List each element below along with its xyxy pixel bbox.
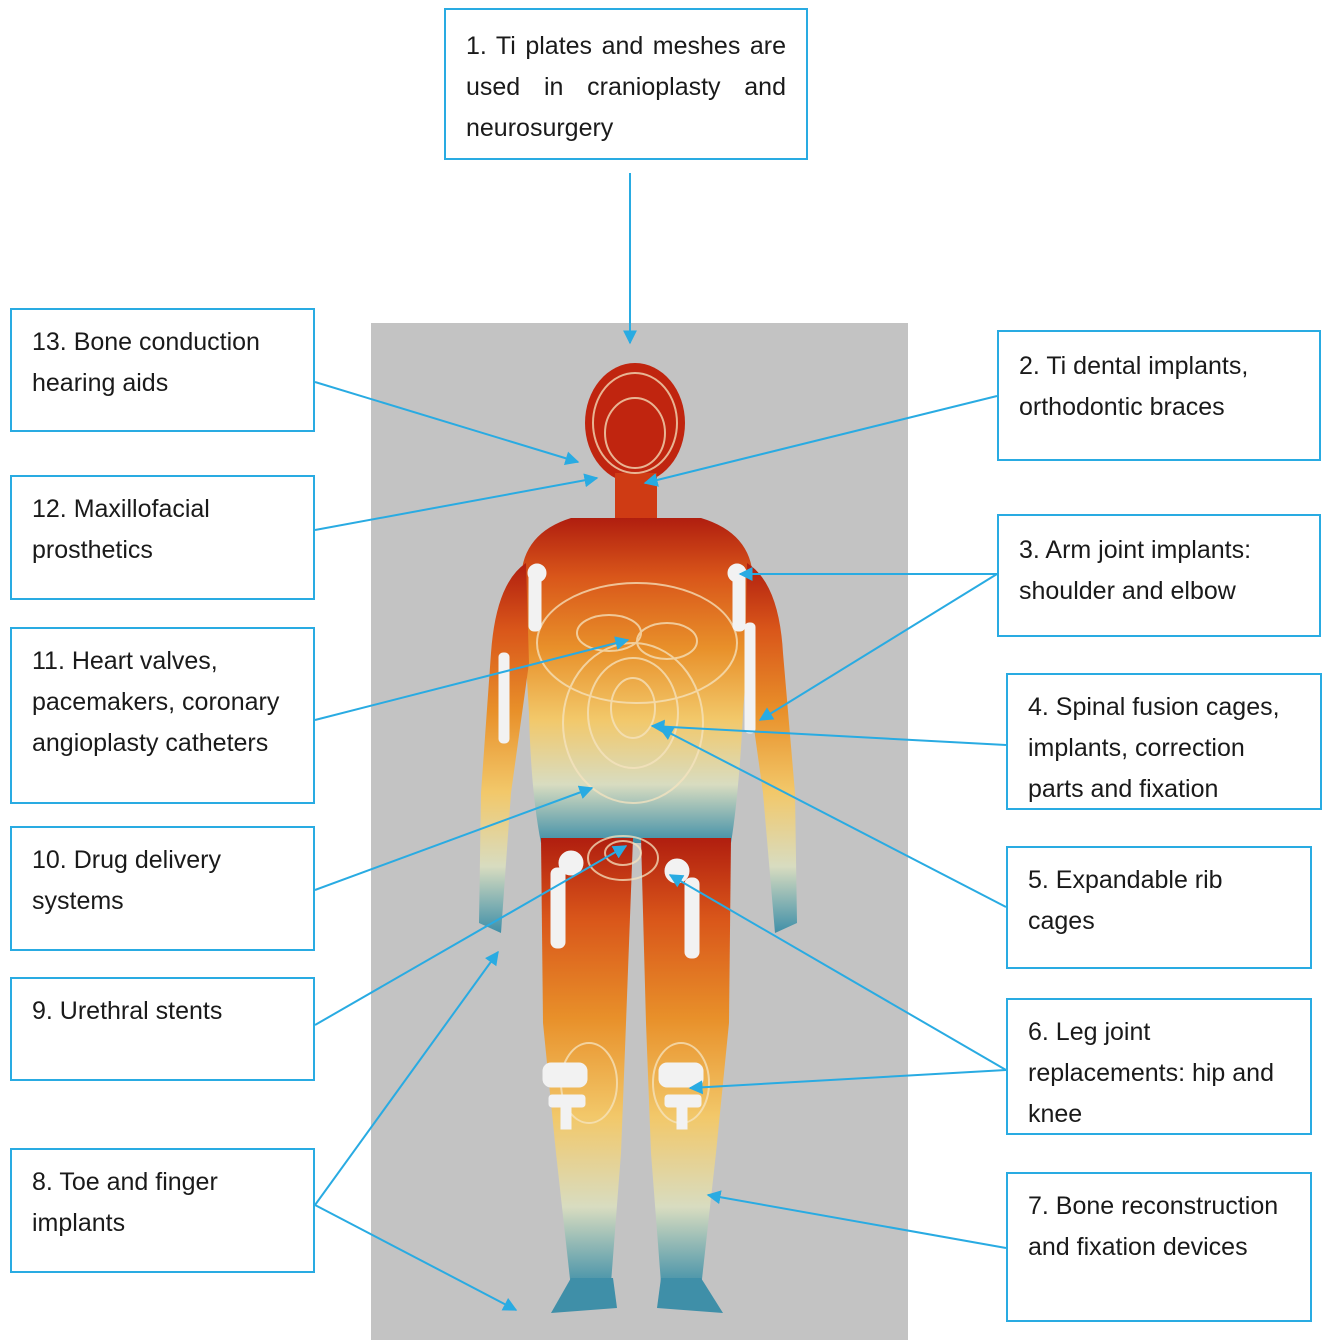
- callout-9-urethral-stents: 9. Urethral stents: [10, 977, 315, 1081]
- callout-7-bone-reconstruction: 7. Bone reconstruction and fixation devi…: [1006, 1172, 1312, 1322]
- callout-13-hearing-aids: 13. Bone conduction hearing aids: [10, 308, 315, 432]
- arrow-8b: [315, 1205, 516, 1310]
- arrow-12: [315, 478, 597, 530]
- callout-3-arm-joint-implants: 3. Arm joint implants: shoulder and elbo…: [997, 514, 1321, 637]
- connector-arrows: [315, 173, 1006, 1310]
- arrow-11: [315, 640, 628, 720]
- arrow-3b: [760, 574, 997, 720]
- callout-1-cranioplasty: 1. Ti plates and meshes are used in cran…: [444, 8, 808, 160]
- arrow-8a: [315, 952, 498, 1205]
- callout-12-maxillofacial: 12. Maxillofacial prosthetics: [10, 475, 315, 600]
- arrow-7: [708, 1195, 1006, 1248]
- callout-4-spinal-fusion: 4. Spinal fusion cages, implants, correc…: [1006, 673, 1322, 810]
- arrow-2: [645, 396, 997, 483]
- callout-2-dental-implants: 2. Ti dental implants, orthodontic brace…: [997, 330, 1321, 461]
- arrow-5: [660, 728, 1006, 907]
- callout-8-toe-finger-implants: 8. Toe and finger implants: [10, 1148, 315, 1273]
- arrow-13: [315, 382, 578, 462]
- callout-10-drug-delivery: 10. Drug delivery systems: [10, 826, 315, 951]
- arrow-10: [315, 788, 592, 890]
- callout-5-expandable-rib-cages: 5. Expandable rib cages: [1006, 846, 1312, 969]
- arrow-6a: [670, 875, 1006, 1070]
- arrow-4: [652, 726, 1006, 745]
- callout-6-leg-joint-replacements: 6. Leg joint replacements: hip and knee: [1006, 998, 1312, 1135]
- arrow-6b: [690, 1070, 1006, 1088]
- callout-11-heart-valves: 11. Heart valves, pacemakers, coronary a…: [10, 627, 315, 804]
